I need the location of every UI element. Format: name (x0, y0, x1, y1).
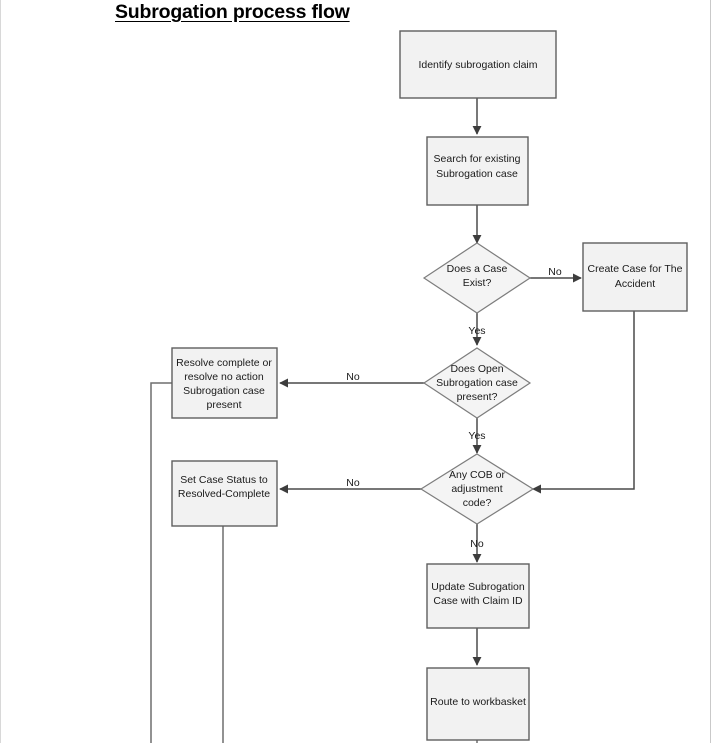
node-label-line1: Resolve complete or (176, 357, 272, 369)
node-label-line2: resolve no action (184, 371, 264, 383)
decision-does-open-case-present[interactable]: Does Open Subrogation case present? (422, 347, 532, 419)
node-search-existing-case[interactable]: Search for existing Subrogation case (426, 136, 529, 206)
connector-open-case-yes-to-cob: Yes (468, 418, 486, 454)
decision-any-cob-or-adjustment-code[interactable]: Any COB or adjustment code? (419, 453, 535, 525)
node-set-case-status-resolved-complete[interactable]: Set Case Status to Resolved-Complete (171, 460, 278, 527)
node-label-line1: Update Subrogation (431, 581, 525, 593)
edge-label-d2-yes: Yes (468, 430, 485, 442)
node-create-case-for-accident[interactable]: Create Case for The Accident (582, 242, 688, 312)
decision-label-line3: code? (463, 497, 492, 509)
connector-case-exists-yes-to-open-case: Yes (468, 313, 486, 346)
node-label-line1: Search for existing (434, 153, 521, 165)
edge-label-d3-no-down: No (470, 538, 484, 550)
node-label-line2: Case with Claim ID (433, 595, 523, 607)
decision-label-line3: present? (457, 391, 498, 403)
node-label: Route to workbasket (430, 696, 526, 708)
edge-label-d1-yes: Yes (468, 325, 485, 337)
node-route-to-workbasket[interactable]: Route to workbasket (426, 667, 530, 741)
connector-case-exists-no-to-create-case: No (530, 266, 582, 283)
decision-label-line2: Exist? (463, 277, 492, 289)
decision-label-line1: Does a Case (447, 263, 508, 275)
node-label-line1: Create Case for The (588, 263, 683, 275)
decision-label-line2: adjustment (451, 483, 502, 495)
connector-open-case-no-to-resolve: No (279, 371, 425, 388)
page-title: Subrogation process flow (115, 1, 350, 23)
edge-label-d3-no-left: No (346, 477, 360, 489)
connector-cob-no-to-update-case: No (470, 524, 484, 563)
page-left-border (0, 0, 1, 743)
node-resolve-complete-or-no-action[interactable]: Resolve complete or resolve no action Su… (171, 347, 278, 419)
node-update-subrogation-case[interactable]: Update Subrogation Case with Claim ID (426, 563, 530, 629)
connector-resolve-to-bottom (150, 382, 172, 743)
node-label-line2: Subrogation case (436, 168, 518, 180)
connector-create-case-to-cob (532, 311, 635, 494)
node-label-line4: present (206, 399, 241, 411)
node-label-line3: Subrogation case (183, 385, 265, 397)
node-label-line2: Accident (615, 278, 655, 290)
node-label: Identify subrogation claim (418, 59, 537, 71)
connector-cob-no-to-set-status: No (279, 477, 425, 494)
decision-label-line2: Subrogation case (436, 377, 518, 389)
node-identify-subrogation-claim[interactable]: Identify subrogation claim (399, 30, 557, 99)
node-label-line1: Set Case Status to (180, 474, 268, 486)
decision-label-line1: Does Open (450, 363, 503, 375)
node-label-line2: Resolved-Complete (178, 488, 270, 500)
edge-label-d1-no: No (548, 266, 562, 278)
decision-label-line1: Any COB or (449, 469, 506, 481)
edge-label-d2-no: No (346, 371, 360, 383)
decision-does-a-case-exist[interactable]: Does a Case Exist? (422, 242, 532, 314)
